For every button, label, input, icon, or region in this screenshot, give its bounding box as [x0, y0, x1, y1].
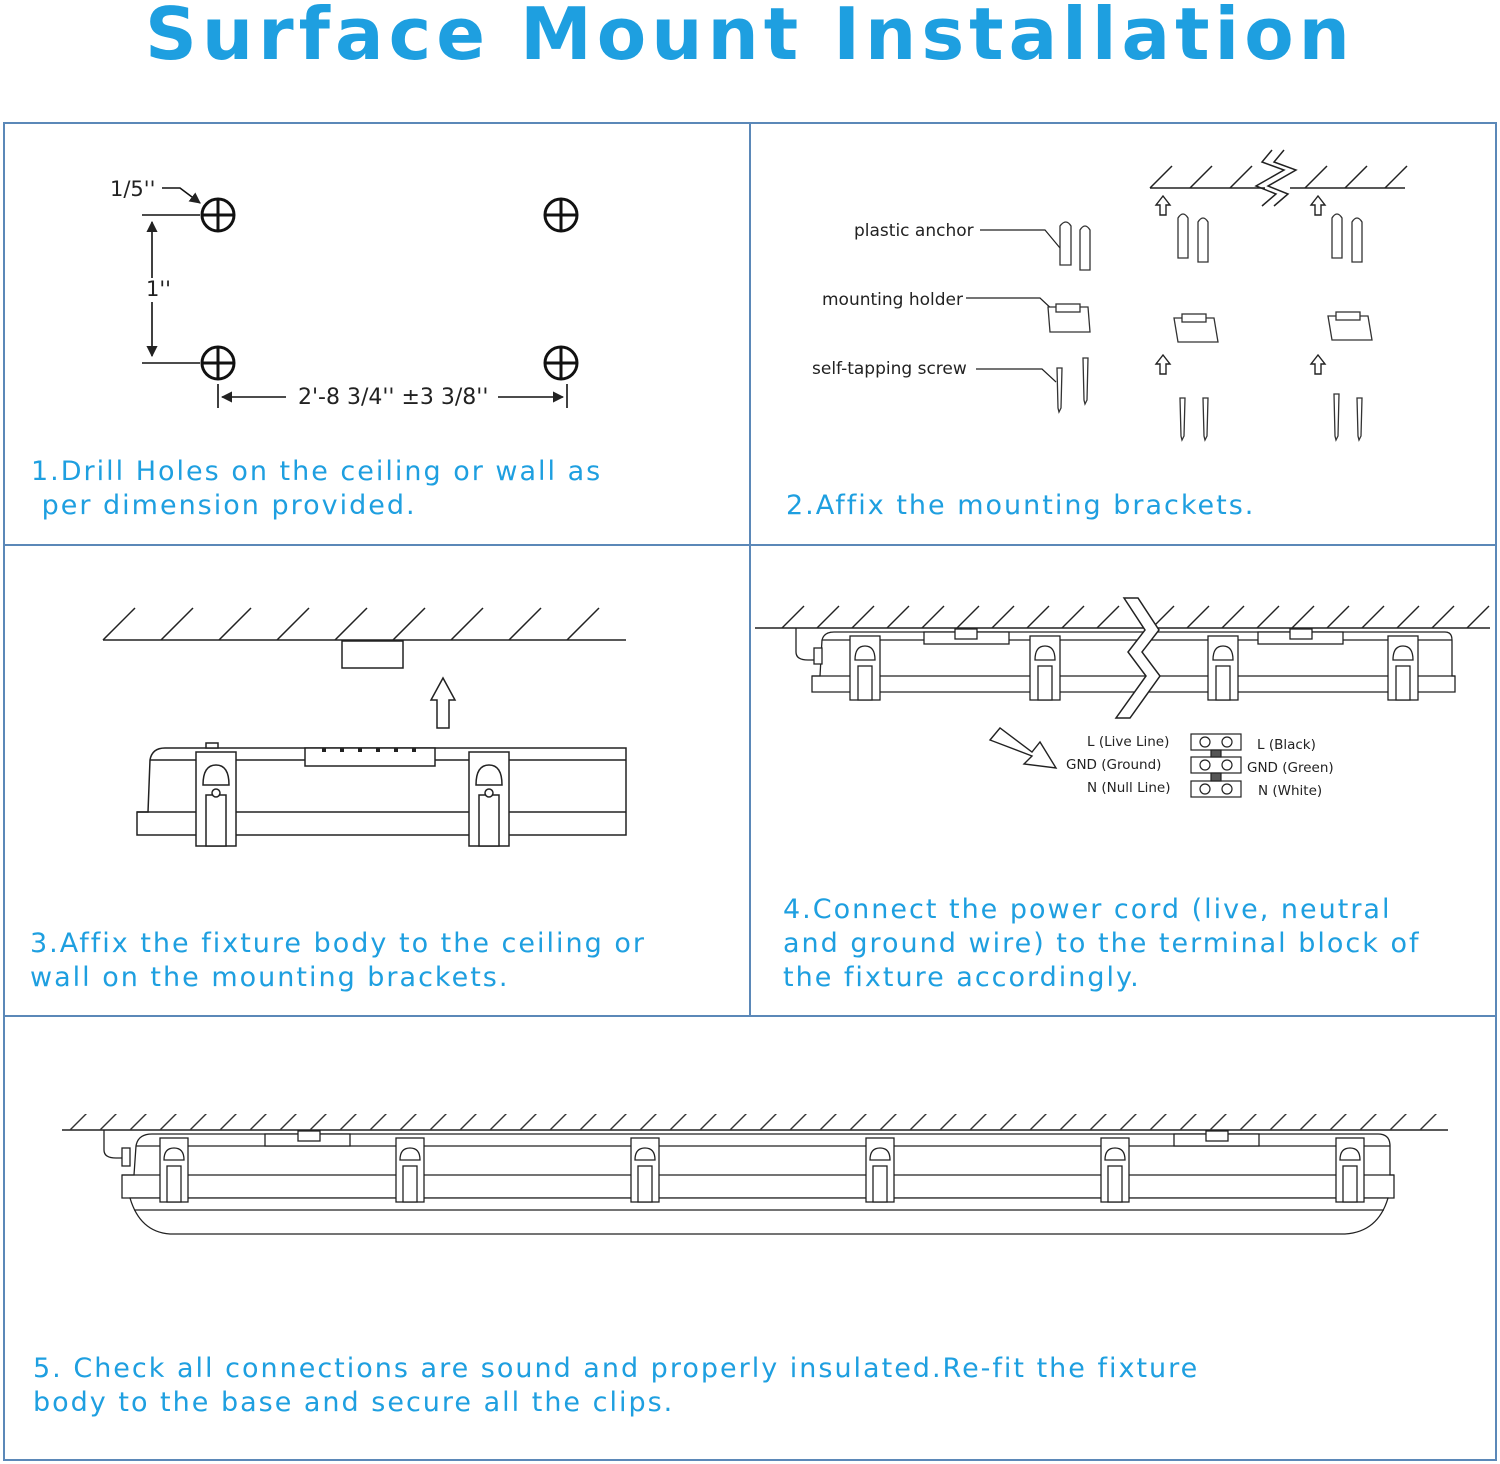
up-arrow-icon — [429, 676, 457, 729]
fixture-body-step5 — [103, 1130, 1395, 1235]
self-tapping-screw-label: self-tapping screw — [812, 359, 967, 379]
ceiling-line-step3 — [102, 607, 626, 641]
mounting-holder-icon — [1047, 303, 1373, 343]
clip-icon — [1100, 1137, 1130, 1203]
clip-icon — [1029, 635, 1061, 701]
clip-icon — [1207, 635, 1239, 701]
clip-icon — [630, 1137, 660, 1203]
step-3-instruction: 3.Affix the fixture body to the ceiling … — [30, 928, 646, 993]
step-4-instruction: 4.Connect the power cord (live, neutral … — [783, 894, 1421, 993]
clip-icon — [395, 1137, 425, 1203]
hole-layout-drawing — [200, 197, 579, 381]
step-5-instruction: 5. Check all connections are sound and p… — [33, 1353, 1200, 1418]
drill-hole-icon — [200, 197, 236, 233]
page-title: Surface Mount Installation — [145, 0, 1355, 76]
drill-hole-icon — [200, 345, 236, 381]
dimension-lines — [142, 187, 568, 408]
terminal-black-label: L (Black) — [1257, 737, 1316, 753]
step-2-instruction: 2.Affix the mounting brackets. — [786, 490, 1256, 521]
fixture-body-step4 — [795, 628, 1456, 701]
parts-legend — [966, 229, 1061, 383]
wire-ground-label: GND (Ground) — [1066, 757, 1161, 773]
dimension-label-top: 1/5'' — [110, 177, 155, 201]
fixture-body-step3 — [136, 742, 627, 847]
clip-icon — [159, 1137, 189, 1203]
self-tapping-screw-icon — [1056, 357, 1363, 442]
clip-icon — [1335, 1137, 1365, 1203]
terminal-white-label: N (White) — [1258, 783, 1322, 799]
wire-null-label: N (Null Line) — [1087, 780, 1171, 796]
ceiling-line-step4 — [755, 605, 1490, 629]
mounting-holder-on-ceiling — [341, 640, 404, 669]
clip-icon — [1387, 635, 1419, 701]
break-mark — [1114, 597, 1161, 719]
terminal-block-icon — [1190, 733, 1242, 798]
up-arrow-icon — [1154, 194, 1327, 375]
clip-icon — [865, 1137, 895, 1203]
plastic-anchor-label: plastic anchor — [854, 221, 974, 241]
panel-step-5 — [3, 1015, 1497, 1461]
direction-arrow-icon — [988, 727, 1058, 769]
drill-hole-icon — [543, 197, 579, 233]
clip-icon — [195, 751, 237, 847]
terminal-green-label: GND (Green) — [1247, 760, 1334, 776]
wire-live-label: L (Live Line) — [1087, 734, 1169, 750]
clip-icon — [468, 751, 510, 847]
mounting-holder-label: mounting holder — [822, 290, 963, 310]
ceiling-hatch — [62, 1114, 1448, 1130]
dimension-label-horizontal: 2'-8 3/4'' ±3 3/8'' — [298, 385, 488, 410]
drill-hole-icon — [543, 345, 579, 381]
dimension-label-vertical: 1'' — [146, 277, 171, 301]
step-1-instruction: 1.Drill Holes on the ceiling or wall as … — [31, 456, 603, 521]
ceiling-line-step2 — [1149, 149, 1408, 207]
plastic-anchor-icon — [1059, 213, 1363, 271]
clip-icon — [849, 635, 881, 701]
